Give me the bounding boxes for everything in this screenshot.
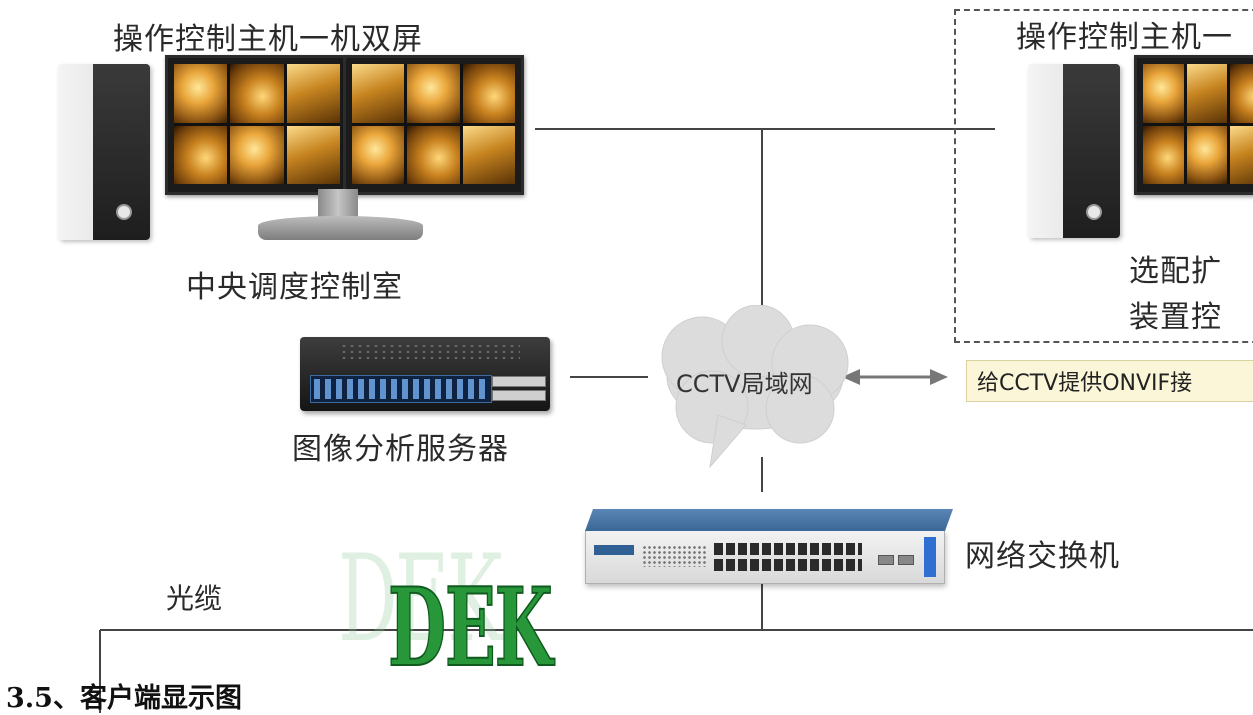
monitor-right-icon — [1134, 55, 1253, 195]
pc-tower-right-icon — [1028, 64, 1120, 238]
analysis-server-label: 图像分析服务器 — [292, 432, 509, 467]
cctv-lan-label: CCTV局域网 — [676, 370, 813, 398]
onvif-arrow-left-head — [842, 369, 860, 385]
optional-text-line2: 装置控 — [1129, 300, 1222, 335]
control-room-label: 中央调度控制室 — [186, 270, 403, 305]
analysis-server-icon — [300, 337, 550, 411]
network-switch-icon — [585, 509, 954, 584]
monitor-stand-base-icon — [258, 216, 423, 240]
monitor-stand-neck-icon — [318, 189, 358, 221]
switch-label: 网络交换机 — [965, 539, 1120, 574]
monitor-left-2-icon — [343, 55, 524, 195]
dual-screen-host-title-left: 操作控制主机一机双屏 — [113, 22, 423, 57]
fiber-label: 光缆 — [166, 582, 223, 615]
watermark-ghost: DEK — [338, 530, 503, 669]
onvif-arrow-right-head — [930, 369, 948, 385]
cctv-lan-cloud-icon — [661, 305, 849, 469]
onvif-callout: 给CCTV提供ONVIF接 — [966, 360, 1253, 402]
watermark: DEK — [387, 564, 553, 692]
optional-group-box — [954, 9, 1253, 343]
monitor-left-1-icon — [165, 55, 349, 195]
optional-text-line1: 选配扩 — [1129, 254, 1222, 289]
figure-caption: 3.5、客户端显示图 — [6, 683, 242, 714]
dual-screen-host-title-right: 操作控制主机一 — [1016, 20, 1233, 55]
pc-tower-left-icon — [58, 64, 150, 240]
